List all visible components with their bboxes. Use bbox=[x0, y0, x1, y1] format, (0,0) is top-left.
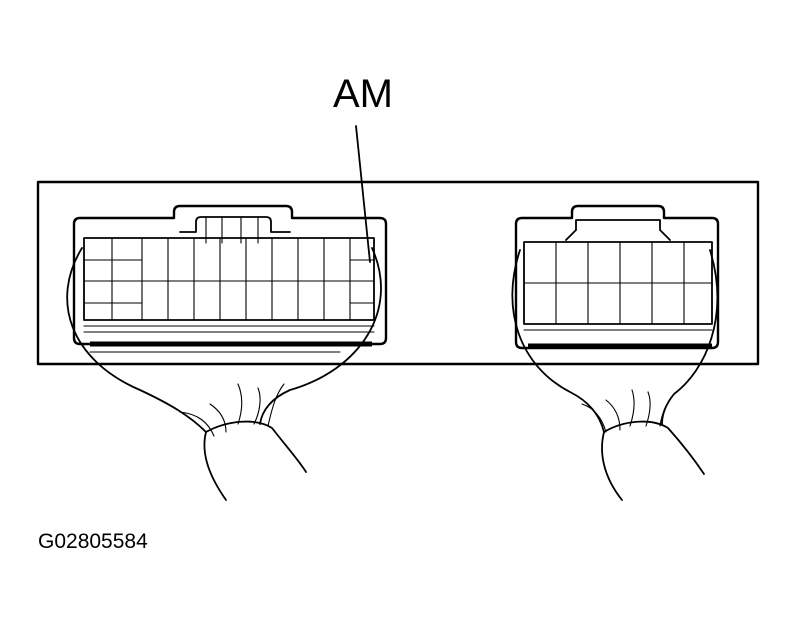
connector-am bbox=[72, 204, 388, 353]
wire-harness-left bbox=[66, 247, 382, 501]
connector-right-terminals bbox=[523, 241, 713, 325]
component-body bbox=[36, 180, 760, 366]
connector-right-housing bbox=[514, 204, 720, 350]
connector-am-terminal-face bbox=[83, 237, 375, 321]
connector-right bbox=[514, 204, 720, 350]
connector-right-lock bbox=[565, 219, 671, 241]
connector-am-housing bbox=[72, 204, 388, 346]
connector-am-lock bbox=[179, 216, 291, 233]
callout-label-am: AM bbox=[333, 72, 393, 116]
figure-id: G02805584 bbox=[38, 530, 148, 553]
connector-am-terminals bbox=[83, 237, 375, 321]
wire-harness-right bbox=[511, 249, 719, 501]
callout-leader-line bbox=[355, 125, 371, 263]
